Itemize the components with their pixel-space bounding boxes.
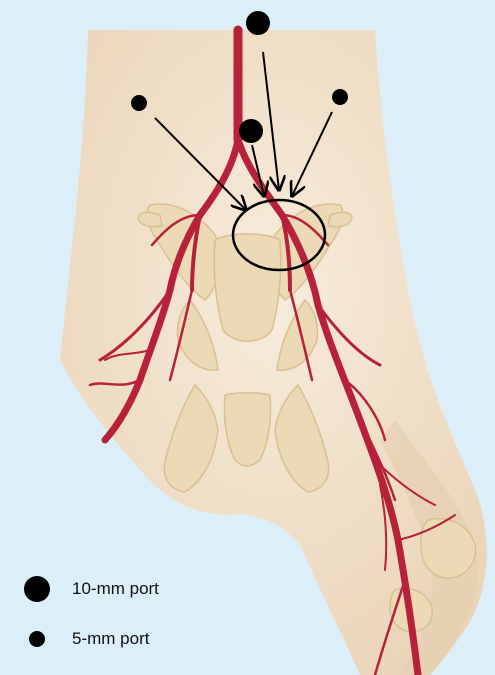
legend-item-10mm: 10-mm port bbox=[24, 576, 159, 602]
port-10mm-top bbox=[246, 11, 270, 35]
port-5mm-left bbox=[131, 95, 147, 111]
port-5mm-icon bbox=[29, 631, 45, 647]
port-5mm-right bbox=[332, 89, 348, 105]
legend-label-10mm: 10-mm port bbox=[72, 579, 159, 599]
legend-item-5mm: 5-mm port bbox=[24, 629, 149, 649]
port-10mm-icon bbox=[24, 576, 50, 602]
legend-label-5mm: 5-mm port bbox=[72, 629, 149, 649]
port-10mm-center bbox=[239, 119, 263, 143]
